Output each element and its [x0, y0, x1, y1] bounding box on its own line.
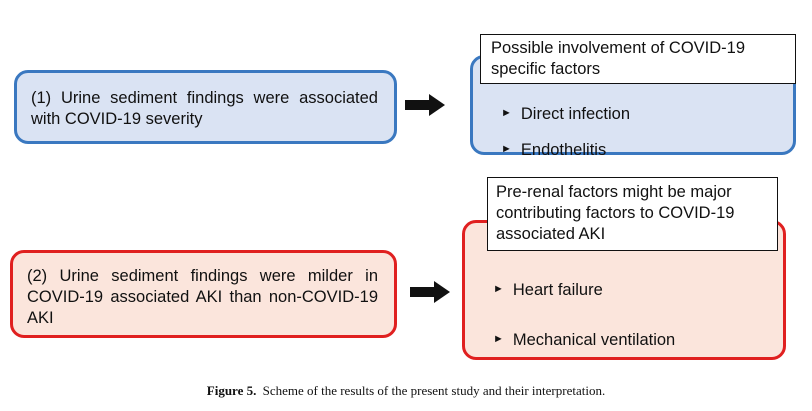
list-item: ► Direct infection	[501, 96, 630, 132]
triangle-bullet-icon: ►	[501, 143, 512, 155]
list-item-label: Direct infection	[520, 104, 631, 123]
finding-1-text: (1) Urine sediment findings were associa…	[31, 89, 378, 128]
list-item: ► Heart failure	[493, 265, 675, 315]
right-arrow-icon	[410, 281, 450, 303]
interpretation-1-list: ► Direct infection ► Endothelitis	[501, 96, 630, 168]
interpretation-1-note-text: Possible involvement of COVID-19 specifi…	[491, 39, 746, 78]
list-item-label: Heart failure	[512, 280, 603, 299]
interpretation-2-list: ► Heart failure ► Mechanical ventilation	[493, 265, 675, 365]
interpretation-2-note-text: Pre-renal factors might be major contrib…	[496, 183, 735, 243]
interpretation-1-note: Possible involvement of COVID-19 specifi…	[480, 34, 796, 84]
finding-2-text: (2) Urine sediment findings were milder …	[27, 267, 378, 327]
triangle-bullet-icon: ►	[493, 333, 504, 345]
right-arrow-icon	[405, 94, 445, 116]
finding-2-box: (2) Urine sediment findings were milder …	[10, 250, 397, 338]
finding-1-box: (1) Urine sediment findings were associa…	[14, 70, 397, 144]
figure-caption-text: Scheme of the results of the present stu…	[262, 383, 606, 398]
interpretation-2-note: Pre-renal factors might be major contrib…	[487, 177, 778, 251]
list-item: ► Endothelitis	[501, 132, 630, 168]
triangle-bullet-icon: ►	[493, 283, 504, 295]
list-item-label: Endothelitis	[520, 140, 607, 159]
list-item-label: Mechanical ventilation	[512, 330, 676, 349]
figure-label: Figure 5.	[206, 383, 257, 398]
list-item: ► Mechanical ventilation	[493, 315, 675, 365]
figure-caption: Figure 5. Scheme of the results of the p…	[0, 383, 812, 399]
triangle-bullet-icon: ►	[501, 107, 512, 119]
